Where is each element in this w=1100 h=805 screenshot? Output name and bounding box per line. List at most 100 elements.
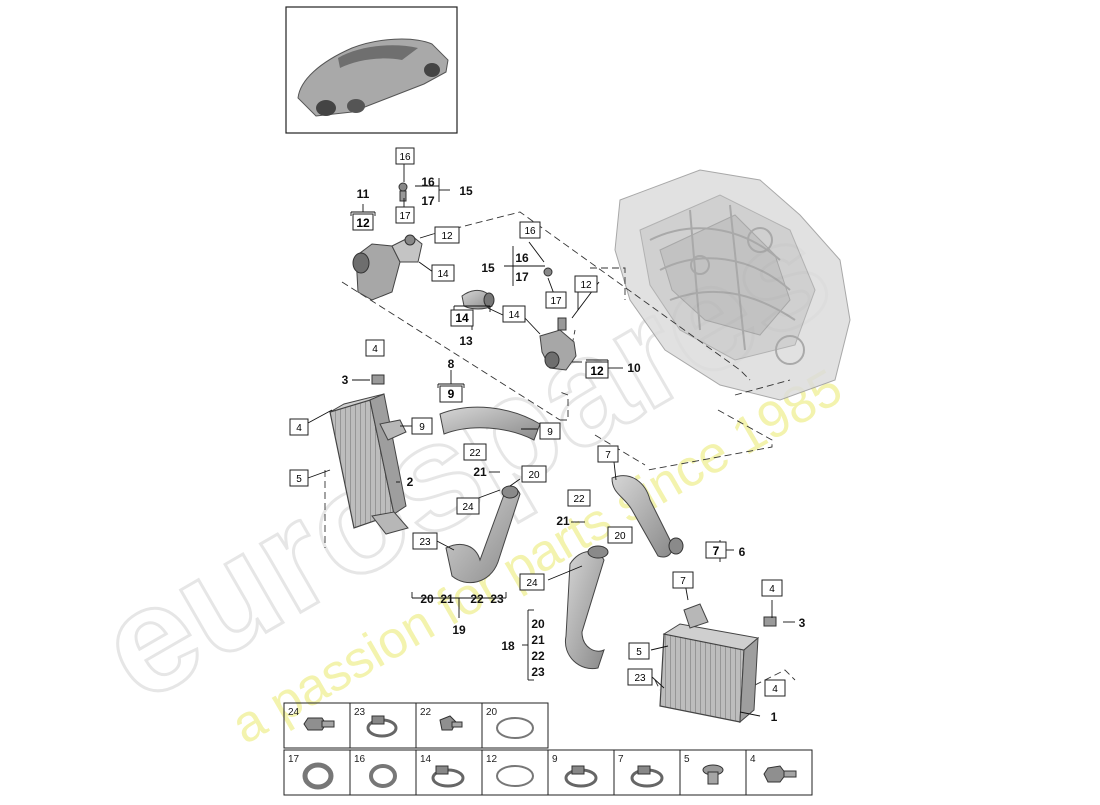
group-19-item-23: 23 (490, 592, 504, 606)
callout-16-bracket-a: 16 (421, 175, 435, 189)
callout-17-bracket-a: 17 (421, 194, 435, 208)
callout-text: 14 (455, 311, 469, 325)
callout-6: 6 (739, 545, 746, 559)
callout-box-20-b[interactable]: 20 (607, 526, 633, 544)
callout-15-a: 15 (459, 184, 473, 198)
callout-21-a: 21 (473, 465, 487, 479)
o-ring-icon (496, 717, 534, 739)
hose-6 (611, 475, 684, 558)
callout-19: 19 (452, 623, 466, 637)
callout-text: 14 (437, 269, 449, 280)
callout-box-12-a[interactable]: 12 (434, 226, 460, 244)
callout-text: 7 (605, 450, 611, 461)
plain-callouts: 11 16 17 15 16 17 15 13 8 10 3 2 21 21 6… (342, 175, 806, 724)
callout-2: 2 (407, 475, 414, 489)
hose-8 (439, 406, 541, 441)
callout-text: 4 (372, 344, 378, 355)
callout-box-17-mid[interactable]: 17 (545, 291, 567, 309)
bypass-valve-left (352, 182, 423, 301)
table-cell-label: 5 (684, 754, 690, 765)
callout-box-22-b[interactable]: 22 (567, 489, 591, 507)
callout-box-4-left2[interactable]: 4 (289, 418, 309, 436)
callout-text: 14 (508, 310, 520, 321)
callout-box-7-b[interactable]: 7 (672, 571, 694, 589)
callout-3-right: 3 (799, 616, 806, 630)
callout-text: 7 (713, 544, 720, 558)
table-cell-label: 4 (750, 754, 756, 765)
callout-box-5-right[interactable]: 5 (628, 642, 650, 660)
leader-lines (307, 164, 795, 717)
callout-box-9-a[interactable]: 9 (411, 417, 433, 435)
group-18-item-21: 21 (531, 633, 545, 647)
hose-clamp-icon (431, 765, 465, 788)
callout-box-16-mid[interactable]: 16 (519, 221, 541, 239)
callout-text: 23 (634, 673, 646, 684)
group-19-item-22: 22 (470, 592, 484, 606)
callout-text: 24 (462, 502, 474, 513)
callout-box-14-b[interactable]: 14 (502, 305, 526, 323)
callout-text: 4 (296, 423, 302, 434)
callout-text: 12 (356, 216, 370, 230)
callout-box-16-top[interactable]: 16 (395, 147, 415, 165)
intercooler-right (659, 603, 760, 724)
callout-box-24-b[interactable]: 24 (519, 573, 545, 591)
hose-18 (564, 545, 609, 670)
table-cell-label: 14 (420, 754, 432, 765)
callout-text: 20 (614, 531, 626, 542)
callout-box-22-a[interactable]: 22 (463, 443, 487, 461)
callout-box-24-a[interactable]: 24 (456, 497, 480, 515)
callout-11: 11 (357, 187, 370, 201)
table-cell-label: 22 (420, 707, 432, 718)
callout-box-7-a[interactable]: 7 (597, 445, 619, 463)
callout-box-23-a[interactable]: 23 (412, 532, 438, 550)
group-18-item-20: 20 (531, 617, 545, 631)
callout-text: 4 (769, 584, 775, 595)
clip-right (763, 616, 777, 627)
hose-clamp-icon (366, 715, 398, 738)
callout-text: 9 (419, 422, 425, 433)
callout-box-20-a[interactable]: 20 (521, 465, 547, 483)
hose-clamp-icon (630, 765, 664, 788)
callout-box-12-b[interactable]: 12 (574, 275, 598, 293)
group-18-item-23: 23 (531, 665, 545, 679)
callout-text: 16 (399, 152, 411, 163)
callout-box-4-left[interactable]: 4 (365, 339, 385, 357)
callout-text: 17 (399, 211, 411, 222)
callout-box-4-right[interactable]: 4 (761, 579, 783, 597)
table-cell-label: 7 (618, 754, 624, 765)
group-18-item-22: 22 (531, 649, 545, 663)
group-19-item-21: 21 (440, 592, 454, 606)
callout-text: 17 (550, 296, 562, 307)
group-19-item-20: 20 (420, 592, 434, 606)
callout-box-9-c[interactable]: 9 (439, 385, 463, 403)
callout-text: 9 (448, 387, 455, 401)
callout-box-23-b[interactable]: 23 (627, 668, 653, 686)
callout-text: 22 (469, 448, 481, 459)
table-cell-label: 9 (552, 754, 558, 765)
callout-box-17-top[interactable]: 17 (395, 206, 415, 224)
seal-ring-icon (369, 764, 397, 788)
seal-ring-icon (302, 762, 334, 790)
callout-box-12-d[interactable]: 12 (585, 361, 609, 379)
callout-box-7-c[interactable]: 7 (705, 541, 727, 559)
car-image (297, 38, 449, 117)
callout-text: 9 (547, 427, 553, 438)
callout-box-14-c[interactable]: 14 (450, 309, 474, 327)
callout-box-9-b[interactable]: 9 (539, 422, 561, 440)
bolt-icon (303, 717, 335, 731)
callout-17-bracket-b: 17 (515, 270, 529, 284)
callout-text: 7 (680, 576, 686, 587)
callout-15-b: 15 (481, 261, 495, 275)
callout-box-5-left[interactable]: 5 (289, 469, 309, 487)
table-cell-label: 24 (288, 707, 300, 718)
callout-3-left: 3 (342, 373, 349, 387)
callout-box-4-right2[interactable]: 4 (764, 679, 786, 697)
parts-table-row-2: 17 16 14 12 9 7 5 4 (283, 749, 813, 796)
table-cell-label: 23 (354, 707, 366, 718)
callout-text: 23 (419, 537, 431, 548)
callout-box-12-c[interactable]: 12 (352, 213, 374, 231)
callout-text: 5 (636, 647, 642, 658)
callout-text: 12 (590, 364, 604, 378)
callout-box-14-a[interactable]: 14 (431, 264, 455, 282)
